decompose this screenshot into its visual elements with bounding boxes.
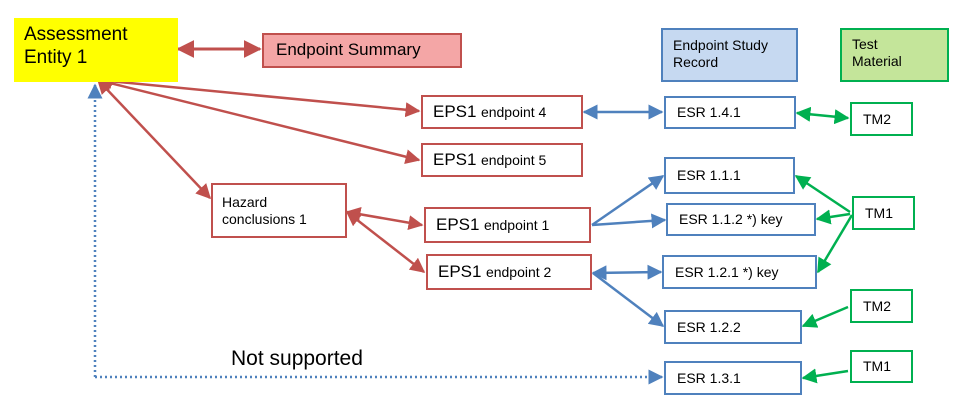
edge-esr112-tm1 [815, 209, 851, 225]
tm2-lower-label: TM2 [863, 297, 891, 314]
test-material-label: Test Material [852, 36, 902, 69]
tm2-lower-node: TM2 [850, 289, 913, 323]
edge-eps1-esr112 [591, 213, 667, 229]
edge-eps2-esr121 [591, 264, 663, 281]
endpoint-summary-label: Endpoint Summary [276, 40, 421, 60]
edge-eps1-esr111 [591, 174, 665, 227]
eps2-main: EPS1 [438, 261, 482, 281]
tm1-lower-label: TM1 [863, 358, 891, 375]
esr-1-3-1-label: ESR 1.3.1 [677, 369, 741, 386]
esr-1-1-2-node: ESR 1.1.2 *) key [666, 203, 816, 236]
edge-esr141-tm2 [795, 106, 850, 125]
tm1-lower-node: TM1 [850, 350, 913, 383]
edge-entity-hazard [96, 78, 212, 200]
esr-1-1-2-label: ESR 1.1.2 *) key [679, 211, 783, 228]
endpoint-study-record-header: Endpoint Study Record [661, 28, 798, 82]
eps1-main: EPS1 [436, 214, 480, 234]
eps-endpoint-4-node: EPS1 endpoint 4 [421, 95, 583, 129]
eps4-sub: endpoint 4 [480, 103, 547, 120]
edge-entity-eps5 [96, 75, 421, 165]
esr-1-3-1-node: ESR 1.3.1 [664, 361, 802, 395]
edge-hazard-eps2 [345, 211, 426, 273]
esr-1-4-1-node: ESR 1.4.1 [664, 96, 796, 129]
tm1-upper-label: TM1 [865, 204, 893, 221]
test-material-header: Test Material [840, 28, 949, 82]
edge-entity-eps4 [96, 73, 421, 118]
eps2-sub: endpoint 2 [485, 263, 552, 280]
edge-esr121-tm1 [816, 214, 854, 274]
assessment-entity-node: Assessment Entity 1 [14, 18, 178, 82]
eps-endpoint-2-node: EPS1 endpoint 2 [426, 254, 592, 290]
eps-endpoint-1-node: EPS1 endpoint 1 [424, 207, 591, 243]
endpoint-summary-node: Endpoint Summary [262, 33, 462, 68]
esr-1-2-2-node: ESR 1.2.2 [664, 310, 802, 344]
eps1-sub: endpoint 1 [483, 216, 550, 233]
esr-1-4-1-label: ESR 1.4.1 [677, 104, 741, 121]
edge-esr131-tm1 [801, 368, 849, 384]
eps5-sub: endpoint 5 [480, 151, 547, 168]
endpoint-study-record-label: Endpoint Study Record [673, 37, 768, 70]
hazard-conclusions-node: Hazard conclusions 1 [211, 183, 347, 238]
eps4-main: EPS1 [433, 101, 477, 121]
tm2-upper-label: TM2 [863, 110, 891, 127]
esr-1-1-1-node: ESR 1.1.1 [664, 157, 795, 194]
edge-hazard-eps1 [345, 206, 424, 231]
esr-1-2-1-node: ESR 1.2.1 *) key [662, 255, 817, 289]
eps-endpoint-5-node: EPS1 endpoint 5 [421, 143, 583, 177]
esr-1-2-1-label: ESR 1.2.1 *) key [675, 263, 779, 280]
not-supported-note: Not supported [231, 347, 363, 370]
eps5-main: EPS1 [433, 149, 477, 169]
esr-1-1-1-label: ESR 1.1.1 [677, 167, 741, 184]
edge-esr111-tm1 [794, 174, 851, 214]
tm2-upper-node: TM2 [850, 102, 913, 136]
hazard-conclusions-label: Hazard conclusions 1 [222, 193, 307, 227]
edge-eps2-esr122 [592, 272, 665, 327]
edge-esr122-tm2 [801, 305, 849, 328]
tm1-upper-node: TM1 [852, 196, 915, 230]
assessment-entity-label: Assessment Entity 1 [24, 24, 128, 68]
esr-1-2-2-label: ESR 1.2.2 [677, 318, 741, 335]
